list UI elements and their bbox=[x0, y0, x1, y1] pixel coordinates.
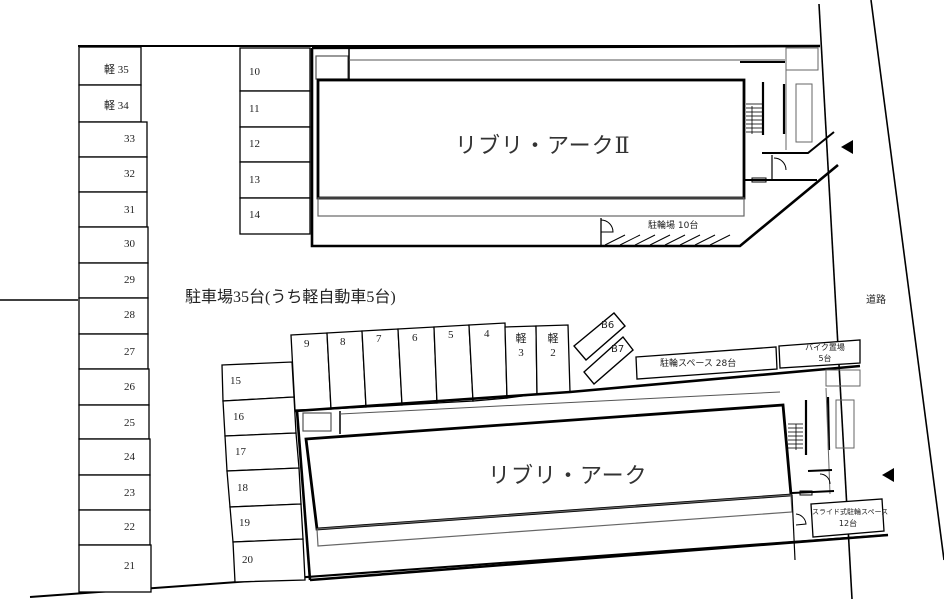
road bbox=[818, 0, 944, 599]
stall-label-kei-2: 軽 2 bbox=[543, 332, 563, 360]
south-building-name: リブリ・アーク bbox=[488, 463, 648, 488]
slide-bike-box bbox=[810, 498, 885, 538]
stall-label: 26 bbox=[124, 381, 135, 393]
bike-space-28-label: 駐輪スペース 28台 bbox=[660, 359, 737, 369]
stall-label: 12 bbox=[249, 138, 260, 150]
stall-label: 33 bbox=[124, 133, 135, 145]
stall-label: 6 bbox=[412, 332, 418, 344]
stall-label: 20 bbox=[242, 554, 253, 566]
stall-label: 27 bbox=[124, 346, 135, 358]
bike-slots bbox=[573, 312, 634, 385]
south-building-site bbox=[294, 364, 889, 582]
bike-space-28-box bbox=[635, 346, 778, 380]
bike-slot-b6-label: B6 bbox=[601, 320, 615, 331]
stall-label: 28 bbox=[124, 309, 135, 321]
stall-label: 15 bbox=[230, 375, 241, 387]
stall-label: 24 bbox=[124, 451, 135, 463]
stall-label: 16 bbox=[233, 411, 244, 423]
stall-label: 21 bbox=[124, 560, 135, 572]
road-edge-west bbox=[818, 3, 853, 599]
kei-mark: 軽 bbox=[515, 333, 527, 345]
slide-bike-label-line1: スライド式駐輪スペース bbox=[812, 508, 889, 516]
stall-label: 18 bbox=[237, 482, 248, 494]
entrance-marker-north bbox=[841, 140, 853, 154]
stall-label: 17 bbox=[235, 446, 246, 458]
stall-label: 11 bbox=[249, 103, 260, 115]
bike-parking-north-label: 駐輪場 10台 bbox=[648, 221, 699, 231]
slide-bike-label: スライド式駐輪スペース 12台 bbox=[812, 507, 889, 529]
stall-label: 8 bbox=[340, 336, 346, 348]
top-row-stalls bbox=[290, 322, 571, 411]
stall-number: 2 bbox=[550, 347, 556, 359]
bike-slot-b7-label: B7 bbox=[611, 344, 625, 355]
stall-label: 29 bbox=[124, 274, 135, 286]
stall-label: 4 bbox=[484, 328, 490, 340]
stall-label: 19 bbox=[239, 517, 250, 529]
stall-label: 32 bbox=[124, 168, 135, 180]
stall-label: 30 bbox=[124, 238, 135, 250]
stall-label: 9 bbox=[304, 338, 310, 350]
stall-label: 13 bbox=[249, 174, 260, 186]
stall-label: 10 bbox=[249, 66, 260, 78]
stall-label: 軽 35 bbox=[104, 64, 129, 76]
slide-bike-label-line2: 12台 bbox=[838, 519, 858, 528]
kei-mark: 軽 bbox=[547, 333, 559, 345]
stall-label: 14 bbox=[249, 209, 260, 221]
motorbike-label: バイク置場 5台 bbox=[795, 342, 855, 364]
stall-label: 7 bbox=[376, 333, 382, 345]
motorbike-label-line1: バイク置場 bbox=[805, 343, 845, 352]
stall-label-kei-3: 軽 3 bbox=[511, 332, 531, 360]
left-stall-column bbox=[78, 46, 152, 593]
entrance-marker-south bbox=[882, 468, 894, 482]
stall-label: 5 bbox=[448, 329, 454, 341]
stall-label: 25 bbox=[124, 417, 135, 429]
road-edge-east bbox=[870, 0, 944, 561]
middle-lower-stalls bbox=[221, 361, 306, 583]
stall-number: 3 bbox=[518, 347, 524, 359]
stall-label: 22 bbox=[124, 521, 135, 533]
north-building-name: リブリ・アークⅡ bbox=[455, 133, 631, 158]
stall-label: 31 bbox=[124, 204, 135, 216]
stall-label: 23 bbox=[124, 487, 135, 499]
motorbike-box bbox=[778, 339, 861, 369]
stall-label: 軽 34 bbox=[104, 100, 129, 112]
road-label: 道路 bbox=[866, 295, 886, 306]
north-building-site bbox=[310, 44, 839, 248]
motorbike-label-line2: 5台 bbox=[818, 354, 832, 363]
parking-summary: 駐車場35台(うち軽自動車5台) bbox=[185, 289, 396, 306]
middle-upper-stalls bbox=[239, 47, 311, 235]
